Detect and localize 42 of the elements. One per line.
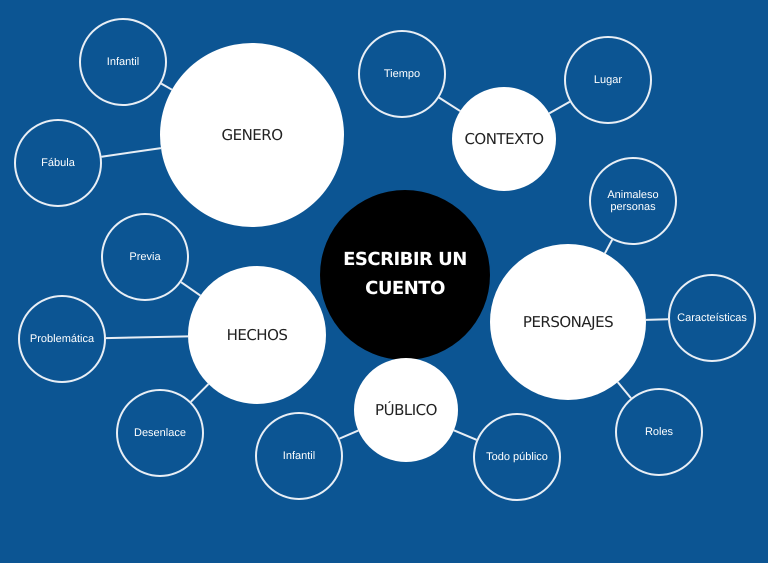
node-label: GENERO xyxy=(221,126,283,144)
connector-line xyxy=(438,96,461,112)
node-label: Lugar xyxy=(594,74,622,86)
connector-line xyxy=(160,82,172,91)
node-label: Infantil xyxy=(282,450,316,462)
subtopic-circle xyxy=(116,389,204,477)
node-label: Problemática xyxy=(30,333,94,345)
subtopic-circle xyxy=(615,388,703,476)
connector-line xyxy=(339,430,359,440)
subtopic-circle xyxy=(473,413,561,501)
subtopic-circle xyxy=(589,157,677,245)
connector-line xyxy=(454,429,477,441)
node-label: HECHOS xyxy=(226,326,288,344)
connector-line xyxy=(646,318,668,321)
node-label: Todo público xyxy=(486,451,548,463)
subtopic-circle xyxy=(564,36,652,124)
subtopic-circle xyxy=(101,213,189,301)
connector-line xyxy=(180,281,201,296)
connector-line xyxy=(101,147,162,158)
node-label: Previa xyxy=(129,251,161,263)
node-label: Tiempo xyxy=(384,68,420,80)
node-label: Animaleso personas xyxy=(606,189,660,213)
node-label: Infantil xyxy=(106,56,140,68)
subtopic-circle xyxy=(79,18,167,106)
node-label: Caracteísticas xyxy=(677,312,747,324)
node-label: PÚBLICO xyxy=(375,401,437,419)
subtopic-circle xyxy=(358,30,446,118)
subtopic-circle xyxy=(14,119,102,207)
connector-line xyxy=(616,381,632,399)
connector-line xyxy=(190,383,210,402)
connector-line xyxy=(106,335,188,340)
node-label: PERSONAJES xyxy=(522,313,614,331)
connector-line xyxy=(548,100,570,114)
node-label: Roles xyxy=(644,426,674,438)
subtopic-circle xyxy=(255,412,343,500)
node-label: CONTEXTO xyxy=(464,130,544,148)
node-label: ESCRIBIR UN CUENTO xyxy=(342,248,468,301)
connector-line xyxy=(604,239,614,254)
subtopic-circle xyxy=(668,274,756,362)
node-label: Desenlace xyxy=(134,427,186,439)
subtopic-circle xyxy=(18,295,106,383)
node-label: Fábula xyxy=(41,157,75,169)
